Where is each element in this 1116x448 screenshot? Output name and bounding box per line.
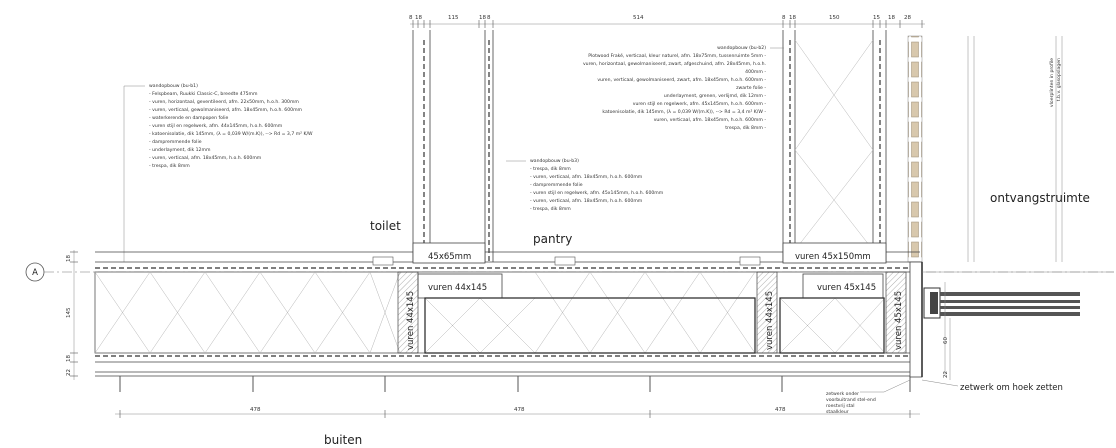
- beam-label-b3: vuren 44x145: [428, 283, 487, 293]
- small-note-line: staalkleur: [826, 409, 849, 415]
- annotation-left: wandopbouw (bu-b1) - Felspbeam, Ruukki C…: [123, 83, 313, 262]
- room-label-pantry: pantry: [533, 232, 572, 246]
- small-note-line: roestvrij stal: [826, 403, 855, 409]
- dim-top-8: 150: [829, 15, 840, 21]
- annotation-left-line: wandopbouw (bu-b1): [149, 83, 198, 89]
- left-dimension-line: 18 145 18 22: [66, 250, 78, 380]
- dim-top-4: 8: [487, 15, 491, 21]
- annotation-left-line: - Felspbeam, Ruukki Classic-C, breedte 4…: [149, 91, 258, 97]
- annotation-left-line: - katoenisolatie, dik 145mm, (λ = 0,039 …: [149, 131, 313, 137]
- window-frame: [922, 271, 1114, 375]
- dim-left-3: 22: [66, 369, 72, 376]
- top-dimension-line: 8 18 115 18 8 514 8 18 150 15 18 28: [409, 15, 925, 28]
- dim-top-2: 115: [448, 15, 459, 21]
- annotation-right-line: wandopbouw (bu-b2): [717, 45, 766, 51]
- beam-label-b2: vuren 45x150mm: [795, 252, 871, 262]
- annotation-right-line: underlayment, grenen, verlijmd, dik 12mm…: [664, 93, 766, 99]
- annotation-right: wandopbouw (bu-b2) Plotwood Fraké, verti…: [583, 45, 784, 131]
- annotation-right-line: vuren, verticaal, afm. 18x45mm, h.o.h. 6…: [654, 117, 767, 123]
- annotation-right-line: vuren stijl en regelwerk, afm. 45x145mm,…: [633, 101, 767, 107]
- zetwerk-note: zetwerk om hoek zetten: [921, 379, 1063, 393]
- dim-top-9: 15: [873, 15, 880, 21]
- dim-left-1: 145: [66, 307, 72, 318]
- side-note-line: t.b.v. glasopslagen: [1056, 58, 1062, 101]
- annotation-right-line: katoenisolatie, dik 145mm, (λ = 0,039 W/…: [602, 109, 766, 115]
- dim-top-1: 18: [415, 15, 422, 21]
- interior-walls: [412, 30, 1063, 263]
- side-note-line: vloerplinten in profile: [1049, 58, 1055, 107]
- wall-section: [94, 242, 923, 392]
- zetwerk-label: zetwerk om hoek zetten: [960, 383, 1063, 393]
- room-label-toilet: toilet: [370, 219, 401, 233]
- bottom-dimension-line: 478 478 478: [115, 407, 920, 418]
- small-note: zetwerk onder voorbuitrand stel-end roes…: [826, 379, 911, 415]
- annotation-right-line: 400mm -: [745, 69, 766, 75]
- dim-left-2: 18: [66, 355, 72, 362]
- dim-bottom-0: 478: [250, 407, 261, 413]
- grid-axis-label: A: [32, 268, 38, 278]
- annotation-middle-line: wandopbouw (bu-b3): [530, 158, 579, 164]
- dim-right-0: 60: [943, 337, 949, 344]
- annotation-middle-line: - vuren, verticaal, afm. 18x45mm, h.o.h.…: [530, 174, 643, 180]
- dim-bottom-1: 478: [514, 407, 525, 413]
- small-note-line: voorbuitrand stel-end: [826, 397, 876, 403]
- annotation-middle-line: - vuren stijl en regelwerk, afm. 45x145m…: [530, 190, 664, 196]
- right-dimension-line: 60 22: [943, 318, 951, 380]
- beam-label-v3: vuren 45x145: [894, 291, 904, 350]
- annotation-right-line: trespa, dik 8mm -: [725, 125, 766, 131]
- annotation-left-line: - vuren, verticaal, gewolmaniseerd, afm.…: [149, 107, 303, 113]
- small-note-line: zetwerk onder: [826, 391, 859, 397]
- beam-label-v2: vuren 44x145: [765, 291, 775, 350]
- annotation-right-line: vuren, verticaal, gewolmaniseerd, zwart,…: [597, 77, 766, 83]
- annotation-right-line: zwarte folie -: [736, 85, 766, 91]
- annotation-right-line: Plotwood Fraké, verticaal, kleur naturel…: [588, 52, 766, 59]
- beam-label-b1: 45x65mm: [428, 252, 471, 262]
- side-note: vloerplinten in profile t.b.v. glasopsla…: [1049, 58, 1062, 107]
- annotation-middle-line: - trespa, dik 8mm: [530, 166, 571, 172]
- dim-top-11: 28: [904, 15, 911, 21]
- annotation-middle-line: - vuren, verticaal, afm. 18x45mm, h.o.h.…: [530, 198, 643, 204]
- annotation-left-line: - vuren, horizontaal, geventileerd, afm.…: [149, 99, 299, 105]
- dim-top-10: 18: [888, 15, 895, 21]
- dim-top-0: 8: [409, 15, 413, 21]
- annotation-right-line: vuren, horizontaal, gewolmaniseerd, zwar…: [583, 61, 766, 67]
- dim-top-3: 18: [479, 15, 486, 21]
- room-label-buiten: buiten: [324, 433, 362, 447]
- annotation-left-line: - waterkerende en dampopen folie: [149, 115, 228, 121]
- dim-top-7: 18: [789, 15, 796, 21]
- room-label-ontvangstruimte: ontvangstruimte: [990, 191, 1090, 205]
- annotation-left-line: - underlayment, dik 12mm: [149, 147, 211, 153]
- dim-top-6: 8: [782, 15, 786, 21]
- dim-bottom-2: 478: [775, 407, 786, 413]
- dim-right-1: 22: [943, 371, 949, 378]
- annotation-left-line: - vuren stijl en regelwerk, afm. 44x145m…: [149, 123, 283, 129]
- annotation-left-line: - vuren, verticaal, afm. 18x45mm, h.o.h.…: [149, 155, 262, 161]
- dim-top-5: 514: [633, 15, 644, 21]
- annotation-middle-line: - dampremmende folie: [530, 182, 583, 188]
- beam-label-b4: vuren 45x145: [817, 283, 876, 293]
- dim-left-0: 18: [66, 255, 72, 262]
- annotation-left-line: - trespa, dik 8mm: [149, 163, 190, 169]
- beam-label-v1: vuren 44x145: [406, 291, 416, 350]
- annotation-middle-line: - trespa, dik 8mm: [530, 206, 571, 212]
- annotation-middle: wandopbouw (bu-b3) - trespa, dik 8mm - v…: [506, 158, 664, 212]
- annotation-left-line: - dampremmende folie: [149, 139, 202, 145]
